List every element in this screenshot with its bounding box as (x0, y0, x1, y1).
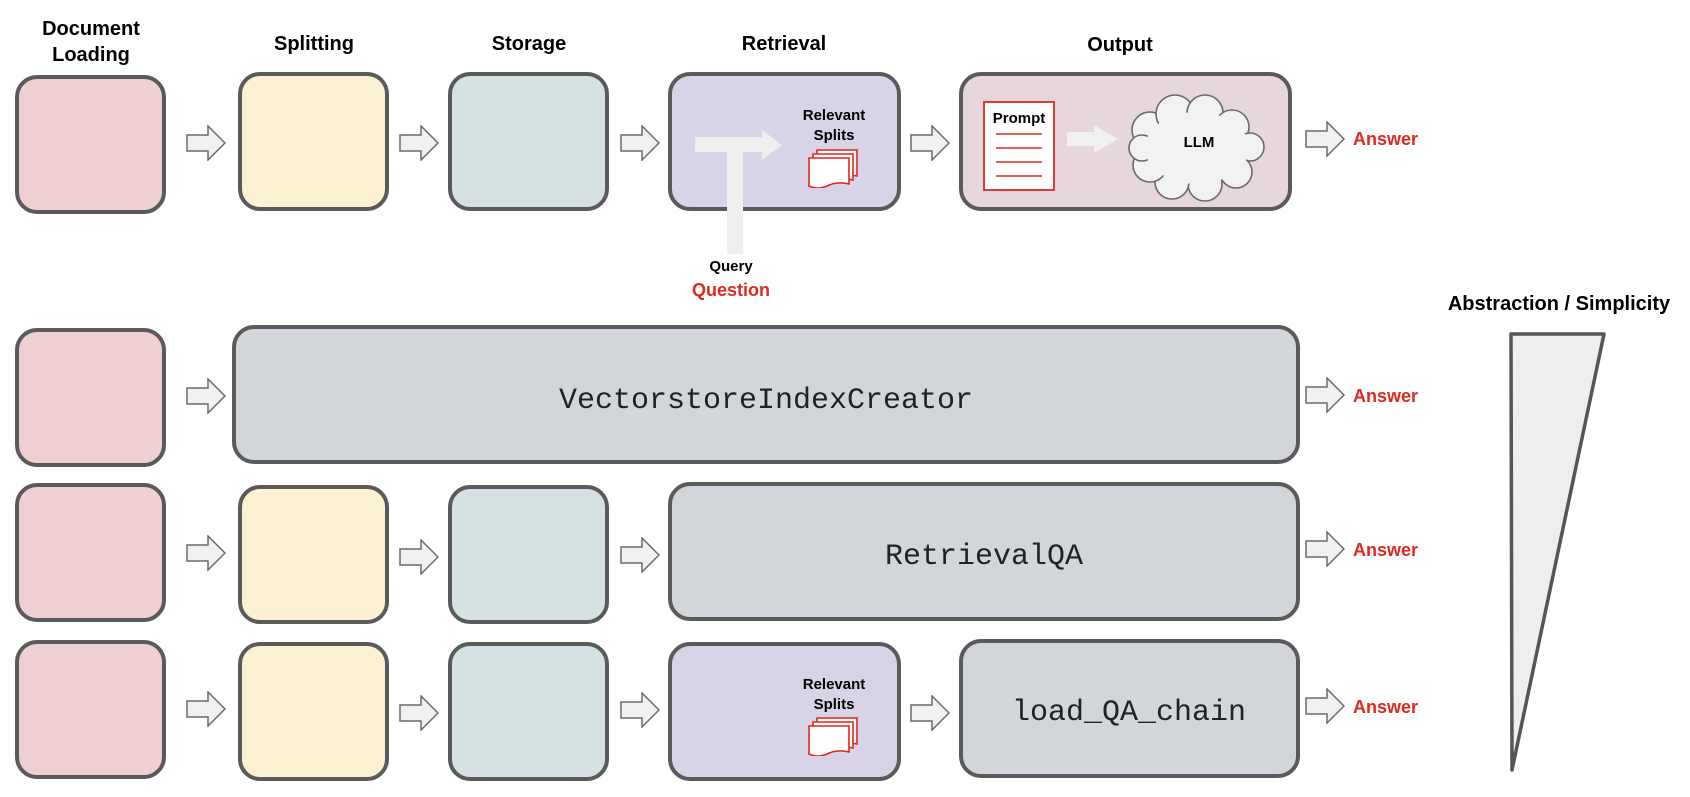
right-arrow-icon (1305, 688, 1345, 724)
header-document-loading-2: Loading (52, 44, 130, 66)
row3-document-loading-box (15, 483, 166, 622)
right-arrow-icon (620, 692, 660, 728)
query-label: Query (709, 258, 753, 275)
right-arrow-icon (910, 695, 950, 731)
header-storage: Storage (492, 33, 566, 55)
prompt-label: Prompt (993, 110, 1046, 127)
right-arrow-icon (399, 539, 439, 575)
right-arrow-icon (399, 695, 439, 731)
header-document-loading-1: Document (42, 18, 140, 40)
vectorstore-index-creator-label: VectorstoreIndexCreator (559, 384, 973, 418)
llm-label: LLM (1184, 134, 1215, 151)
prompt-document-icon (983, 101, 1055, 191)
right-arrow-icon (620, 125, 660, 161)
row2-answer: Answer (1353, 386, 1418, 406)
right-arrow-icon (186, 535, 226, 571)
right-arrow-icon (186, 125, 226, 161)
cloud-icon (1128, 94, 1265, 202)
header-output: Output (1087, 34, 1153, 56)
right-arrow-icon (186, 691, 226, 727)
row3-storage-box (448, 485, 609, 624)
query-flow-arrow (695, 130, 782, 254)
row1-answer: Answer (1353, 129, 1418, 149)
question-label: Question (692, 280, 770, 300)
right-arrow-icon (1305, 377, 1345, 413)
retrievalqa-label: RetrievalQA (885, 540, 1083, 574)
header-retrieval: Retrieval (742, 33, 827, 55)
load-qa-chain-box (959, 639, 1300, 778)
row4-document-loading-box (15, 640, 166, 779)
row1-relevant-label-1: Relevant (803, 107, 866, 124)
row3-splitting-box (238, 485, 389, 624)
right-arrow-icon (186, 378, 226, 414)
row1-splitting-box (238, 72, 389, 211)
right-arrow-icon (1305, 531, 1345, 567)
row4-answer: Answer (1353, 697, 1418, 717)
load-qa-chain-label: load_QA_chain (1012, 696, 1246, 730)
row1-storage-box (448, 72, 609, 211)
vectorstore-index-creator-box (232, 325, 1300, 464)
right-arrow-icon (910, 125, 950, 161)
row1-document-loading-box (15, 75, 166, 214)
row4-splitting-box (238, 642, 389, 781)
retrievalqa-box (668, 482, 1300, 621)
row4-storage-box (448, 642, 609, 781)
document-stack-icon (808, 149, 858, 188)
row2-document-loading-box (15, 328, 166, 467)
row4-relevant-label-2: Splits (814, 696, 855, 713)
header-splitting: Splitting (274, 33, 354, 55)
right-arrow-icon (1305, 121, 1345, 157)
row1-relevant-label-2: Splits (814, 127, 855, 144)
row4-relevant-label-1: Relevant (803, 676, 866, 693)
row3-answer: Answer (1353, 540, 1418, 560)
right-arrow-icon (620, 537, 660, 573)
document-stack-icon (808, 717, 858, 756)
prompt-to-llm-arrow (1067, 125, 1118, 153)
header-abstraction: Abstraction / Simplicity (1448, 293, 1671, 315)
wedge-icon (1509, 332, 1606, 772)
right-arrow-icon (399, 125, 439, 161)
row4-retrieval-box (668, 642, 901, 781)
